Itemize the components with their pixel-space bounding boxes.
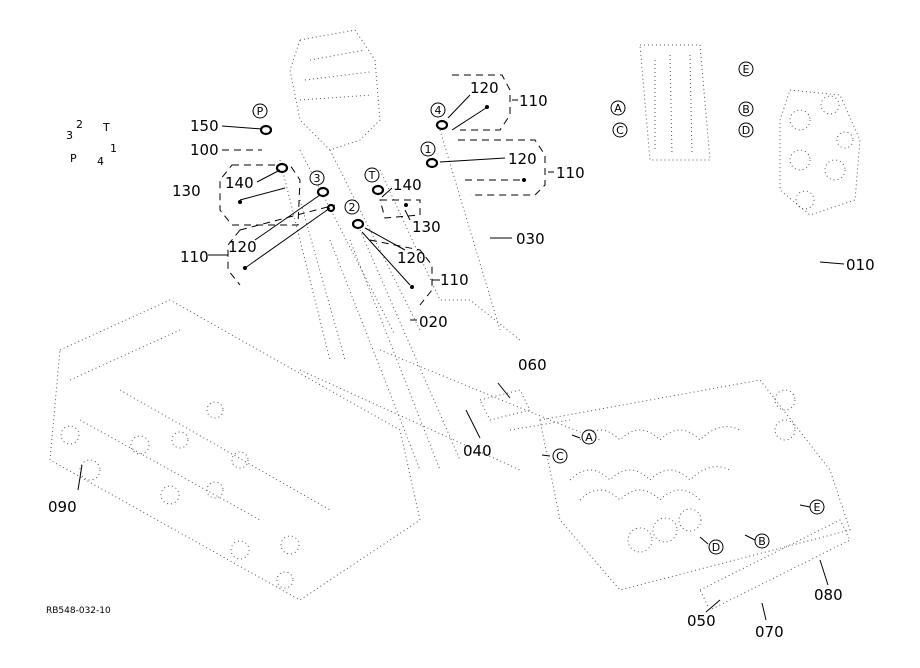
key-p: P bbox=[70, 152, 77, 165]
o-ring-120-mid bbox=[351, 218, 365, 230]
circled-callouts: P 3 T 2 4 1 A C E B D A C D B E bbox=[252, 61, 825, 555]
callout-2: 2 bbox=[349, 201, 356, 214]
label-050: 050 bbox=[687, 612, 716, 630]
port-b-legend: B bbox=[742, 103, 750, 116]
label-040: 040 bbox=[463, 442, 492, 460]
callout-3: 3 bbox=[314, 172, 321, 185]
port-b-valve: B bbox=[758, 535, 766, 548]
label-140-left: 140 bbox=[225, 174, 254, 192]
label-110-lower: 110 bbox=[440, 271, 469, 289]
port-e-valve: E bbox=[814, 501, 821, 514]
o-ring-120-left-a bbox=[316, 186, 330, 198]
label-120-top: 120 bbox=[470, 79, 499, 97]
port-c-legend: C bbox=[616, 124, 624, 137]
o-ring-140-mid bbox=[371, 184, 385, 196]
bracket-110-lower bbox=[369, 239, 433, 306]
key-2: 2 bbox=[76, 118, 83, 131]
port-c-valve: C bbox=[556, 450, 564, 463]
label-120-mid: 120 bbox=[397, 249, 426, 267]
label-100: 100 bbox=[190, 141, 219, 159]
drawing-reference: RB548-032-10 bbox=[46, 606, 111, 616]
bracket-110-right bbox=[458, 139, 546, 196]
port-d-legend: D bbox=[742, 124, 750, 137]
label-140-mid: 140 bbox=[393, 176, 422, 194]
callout-p: P bbox=[257, 105, 264, 118]
label-130-mid: 130 bbox=[412, 218, 441, 236]
label-080: 080 bbox=[814, 586, 843, 604]
callout-t: T bbox=[368, 169, 376, 182]
o-ring-120-left-b bbox=[326, 203, 336, 213]
label-120-left: 120 bbox=[228, 238, 257, 256]
label-060: 060 bbox=[518, 356, 547, 374]
o-ring-120-top bbox=[435, 119, 449, 131]
label-020: 020 bbox=[419, 313, 448, 331]
leader-lines bbox=[77, 94, 845, 621]
part-labels: 150 100 140 130 120 110 140 130 120 110 … bbox=[46, 79, 875, 641]
label-110-left: 110 bbox=[180, 248, 209, 266]
label-110-right: 110 bbox=[556, 164, 585, 182]
callout-1: 1 bbox=[425, 143, 432, 156]
label-070: 070 bbox=[755, 623, 784, 641]
o-ring-150 bbox=[259, 124, 273, 136]
label-090: 090 bbox=[48, 498, 77, 516]
callout-4: 4 bbox=[435, 104, 442, 117]
key-1: 1 bbox=[110, 142, 117, 155]
label-110-top: 110 bbox=[519, 92, 548, 110]
o-ring-120-right bbox=[425, 157, 439, 169]
key-4: 4 bbox=[97, 155, 104, 168]
lever-pattern-key: 3 2 T P 4 1 bbox=[66, 118, 117, 168]
label-010: 010 bbox=[846, 256, 875, 274]
bracket-130-left bbox=[219, 164, 301, 226]
parts-drawing bbox=[49, 29, 861, 611]
port-a-valve: A bbox=[585, 431, 593, 444]
key-3: 3 bbox=[66, 129, 73, 142]
port-e-legend: E bbox=[743, 63, 750, 76]
label-030: 030 bbox=[516, 230, 545, 248]
bracket-110-upper-right bbox=[452, 74, 511, 131]
label-150: 150 bbox=[190, 117, 219, 135]
key-t: T bbox=[102, 121, 110, 134]
seal-rings bbox=[259, 119, 449, 230]
port-d-valve: D bbox=[712, 541, 720, 554]
bracket-130-mid bbox=[379, 199, 421, 219]
label-130-left: 130 bbox=[172, 182, 201, 200]
label-120-right: 120 bbox=[508, 150, 537, 168]
port-a-legend: A bbox=[614, 102, 622, 115]
leader-dots bbox=[238, 105, 526, 289]
